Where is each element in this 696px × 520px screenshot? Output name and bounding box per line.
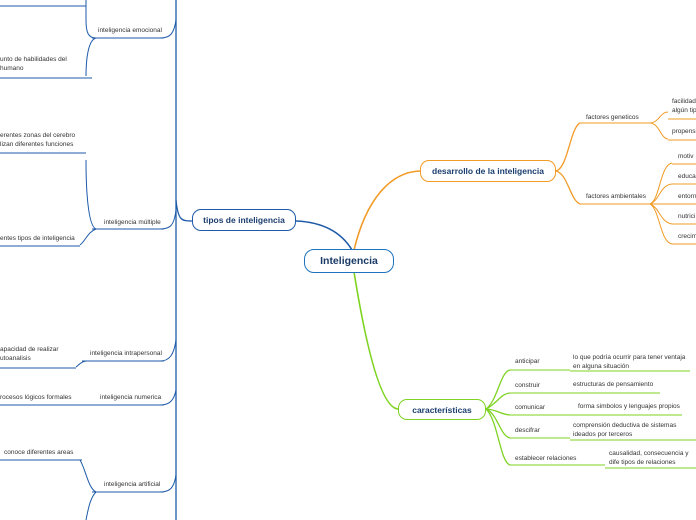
topic-propension[interactable]: propensi [672, 128, 696, 135]
topic-factores-ambientales[interactable]: factores ambientales [586, 193, 646, 200]
topic-crecimiento[interactable]: crecim [678, 233, 696, 240]
topic-inteligencia-intrapersonal[interactable]: inteligencia intrapersonal [90, 350, 162, 357]
central-topic[interactable]: Inteligencia [304, 249, 394, 273]
topic-construir[interactable]: construir [515, 382, 540, 389]
topic-habilidades-humano[interactable]: unto de habilidades del humano [0, 56, 67, 72]
branch-desarrollo-de-la-inteligencia[interactable]: desarrollo de la inteligencia [420, 160, 556, 182]
topic-anticipar[interactable]: anticipar [515, 358, 540, 365]
topic-inteligencia-artificial[interactable]: inteligencia artificial [104, 481, 161, 488]
topic-factores-geneticos[interactable]: factores geneticos [586, 114, 639, 121]
branch-tipos-de-inteligencia[interactable]: tipos de inteligencia [192, 209, 296, 231]
topic-anticipar-desc[interactable]: lo que podría ocurrir para tener ventaja… [573, 354, 686, 370]
topic-comunicar[interactable]: comunicar [515, 404, 545, 411]
topic-inteligencia-emocional[interactable]: inteligencia emocional [98, 27, 162, 34]
topic-construir-desc[interactable]: estructuras de pensamiento [573, 381, 654, 388]
connector-desarrollo [353, 170, 421, 251]
topic-autoanalisis[interactable]: apacidad de realizar utoanalisis [0, 346, 59, 362]
topic-procesos-logicos[interactable]: rocesos lógicos formales [0, 394, 72, 401]
topic-nutricion[interactable]: nutrici [678, 213, 696, 220]
connector-caracteristicas [353, 271, 399, 410]
topic-motivacion[interactable]: motiv [678, 153, 694, 160]
topic-facilidad[interactable]: facilidad algún tip [672, 98, 696, 114]
branch-caracteristicas[interactable]: características [398, 399, 486, 420]
topic-descifrar[interactable]: descifrar [515, 427, 540, 434]
topic-educacion[interactable]: educa [678, 173, 696, 180]
connector-tipos [295, 220, 353, 251]
topic-inteligencia-multiple[interactable]: inteligencia múltiple [104, 219, 161, 226]
topic-descifrar-desc[interactable]: comprensión deductiva de sistemas ideado… [573, 422, 677, 438]
topic-comunicar-desc[interactable]: forma simbolos y lenguajes propios [578, 403, 680, 410]
topic-entorno[interactable]: entorn [678, 193, 696, 200]
topic-tipos-inteligencia[interactable]: entes tipos de inteligencia [0, 235, 75, 242]
topic-establecer-relaciones[interactable]: establecer relaciones [515, 455, 577, 462]
topic-inteligencia-numerica[interactable]: inteligencia numerica [100, 394, 162, 401]
topic-relaciones-desc[interactable]: causalidad, consecuencia y dife tipos de… [609, 450, 689, 466]
topic-zonas-cerebro[interactable]: erentes zonas del cerebro lizan diferent… [0, 132, 76, 148]
topic-conoce-areas[interactable]: conoce diferentes areas [4, 449, 74, 456]
